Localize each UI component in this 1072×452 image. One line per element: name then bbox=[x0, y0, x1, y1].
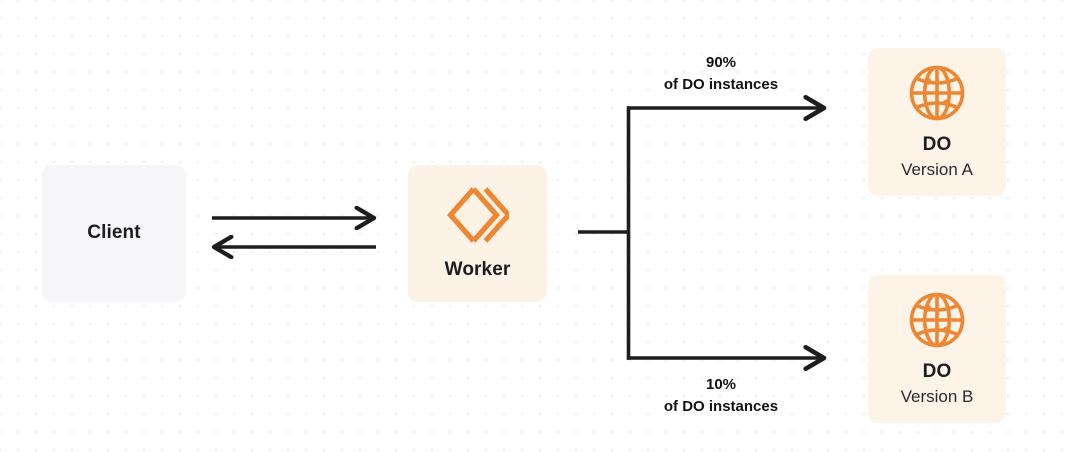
edge-label-10-percent: 10% of DO instances bbox=[590, 374, 852, 418]
node-do-version-b[interactable]: DO Version B bbox=[868, 275, 1006, 423]
node-do-a-subtitle: Version A bbox=[901, 159, 973, 179]
node-do-b-title: DO bbox=[922, 360, 952, 382]
node-client[interactable]: Client bbox=[42, 165, 186, 302]
edge-label-90-percent-description: of DO instances bbox=[663, 75, 779, 93]
node-do-version-a[interactable]: DO Version A bbox=[868, 48, 1006, 196]
edge-label-90-percent-value: 90% bbox=[705, 54, 737, 71]
edge-label-90-percent: 90% of DO instances bbox=[590, 52, 852, 96]
node-do-b-subtitle: Version B bbox=[900, 386, 974, 406]
globe-icon bbox=[908, 64, 966, 122]
node-do-a-title: DO bbox=[922, 133, 952, 155]
edge-label-10-percent-description: of DO instances bbox=[663, 397, 779, 415]
node-worker[interactable]: Worker bbox=[408, 165, 547, 302]
node-client-title: Client bbox=[87, 222, 141, 244]
node-worker-title: Worker bbox=[444, 259, 511, 281]
cloudflare-workers-icon bbox=[446, 186, 512, 244]
globe-icon bbox=[908, 291, 966, 349]
edge-label-10-percent-value: 10% bbox=[705, 376, 737, 393]
